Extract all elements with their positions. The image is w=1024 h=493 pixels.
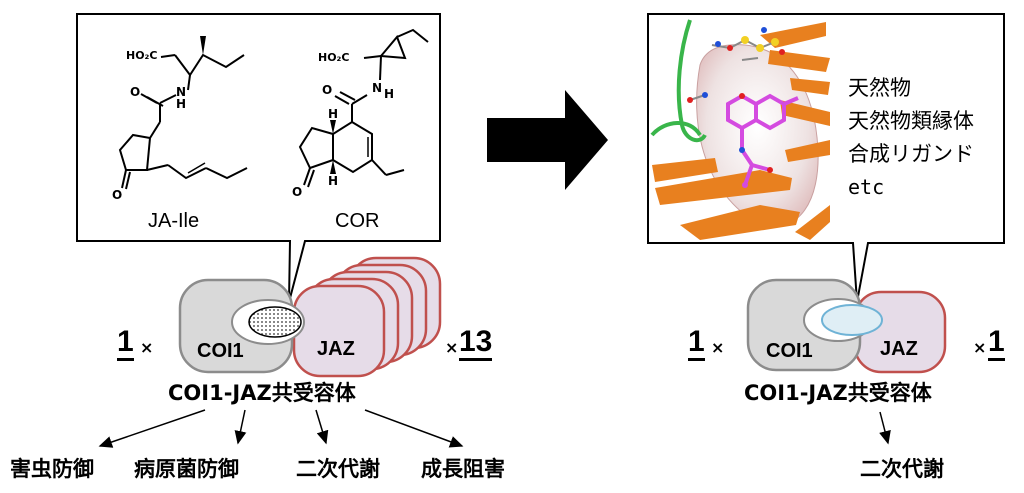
ja-ile-h-label: H — [176, 97, 187, 111]
cor-structure — [298, 28, 429, 188]
protein-structure-image — [650, 16, 831, 241]
coi1-label-right: COI1 — [766, 340, 813, 362]
ja-ile-amide-o-label: O — [130, 85, 141, 99]
cor-h-label: H — [384, 87, 395, 101]
coi1-mult-right: × — [711, 338, 725, 357]
left-callout — [76, 13, 441, 303]
coi1-label-left: COI1 — [197, 340, 244, 362]
coi1-mult-left: × — [140, 338, 154, 357]
ja-ile-name: JA-Ile — [148, 210, 200, 232]
left-output-arrows — [98, 409, 464, 448]
cor-bridge-h-bottom: H — [328, 174, 339, 188]
jaz-count-right: 1 — [988, 327, 1005, 361]
ligand-natural-product-analog: 天然物類縁体 — [848, 109, 974, 133]
cor-carboxyl-label: HO₂C — [318, 51, 350, 64]
ligand-natural-product: 天然物 — [848, 76, 911, 100]
cor-n-label: N — [372, 81, 383, 95]
jaz-mult-right: × — [973, 338, 987, 357]
coi1-count-left: 1 — [117, 327, 134, 361]
output-pest-defense: 害虫防御 — [10, 457, 94, 481]
cor-amide-o-label: O — [322, 83, 333, 97]
ja-ile-carboxyl-label: HO₂C — [126, 49, 158, 62]
cor-ketone-o-label: O — [292, 185, 303, 199]
ja-ile-structure — [118, 36, 248, 190]
complex-label-left: COI1-JAZ共受容体 — [168, 381, 356, 405]
output-secondary-metabolism-right: 二次代謝 — [860, 457, 944, 481]
coi1-count-right: 1 — [688, 327, 705, 361]
output-growth-inhibition: 成長阻害 — [421, 457, 505, 481]
jaz-label-right: JAZ — [880, 338, 918, 360]
output-secondary-metabolism: 二次代謝 — [296, 457, 380, 481]
receptor-right — [746, 278, 947, 374]
cor-bridge-h-top: H — [328, 107, 339, 121]
output-pathogen-defense: 病原菌防御 — [134, 457, 239, 481]
right-output-arrow — [879, 411, 891, 445]
ligand-etc: etc — [848, 175, 885, 199]
jaz-label-left: JAZ — [317, 338, 355, 360]
cor-name: COR — [335, 210, 380, 232]
receptor-left — [178, 256, 442, 378]
jaz-count-left: 13 — [459, 327, 493, 361]
complex-label-right: COI1-JAZ共受容体 — [744, 381, 932, 405]
ja-ile-n-label: N — [176, 85, 187, 99]
ja-ile-ketone-o-label: O — [112, 188, 123, 202]
ligand-synthetic: 合成リガンド — [848, 142, 974, 166]
transition-arrow — [487, 90, 608, 190]
jaz-mult-left: × — [445, 338, 459, 357]
